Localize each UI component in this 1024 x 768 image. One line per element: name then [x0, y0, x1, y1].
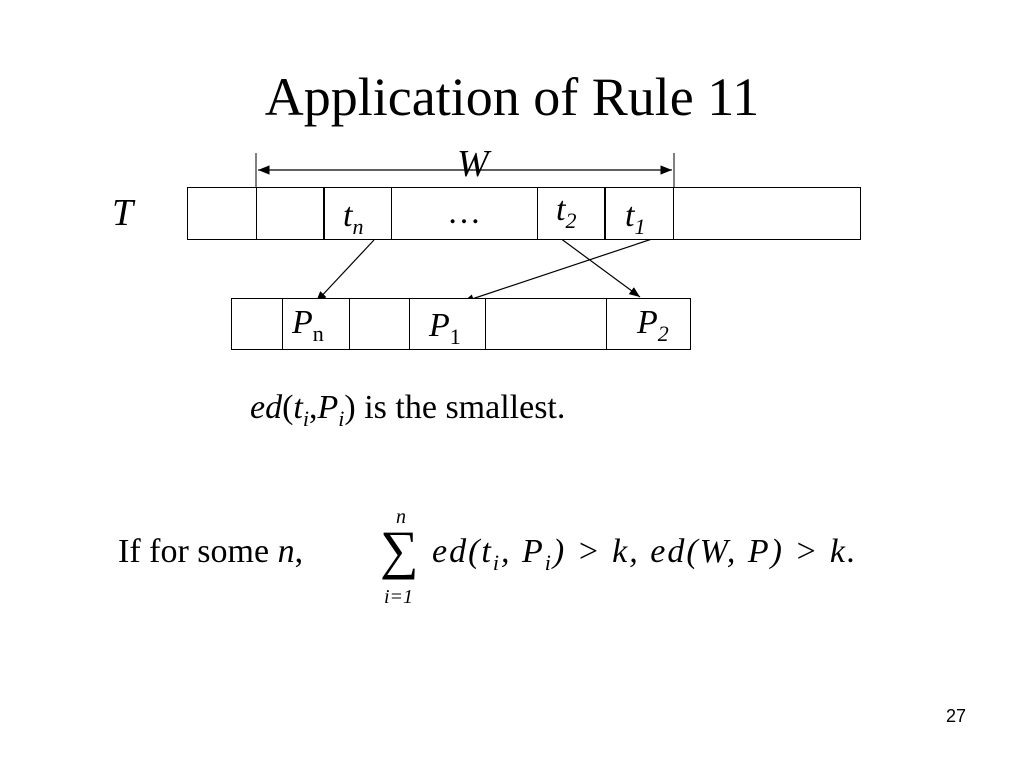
ellipsis: … — [447, 194, 481, 231]
formula-body-mid: , P — [500, 533, 545, 570]
caption-rest: is the smallest. — [355, 389, 566, 426]
text-cell-t1: t1 — [605, 187, 674, 240]
formula-n: n — [277, 533, 295, 570]
sum-lower-limit: i=1 — [384, 586, 414, 608]
arrow-tn-to-pn — [315, 239, 375, 303]
text-label: T — [112, 192, 134, 234]
formula-body-rest: ) > k, ed(W, P) > k. — [552, 533, 858, 570]
p2-sub: 2 — [657, 321, 669, 346]
t2-sub: 2 — [565, 208, 577, 233]
text-cell-tn: tn — [324, 187, 392, 240]
pattern-cell-p2: P2 — [606, 298, 691, 350]
sum-upper-limit: n — [396, 506, 406, 528]
pn-base: P — [292, 304, 313, 341]
text-cell-t2: t2 — [537, 187, 605, 240]
caption-t-sub: i — [302, 406, 309, 431]
slide-title: Application of Rule 11 — [264, 67, 760, 127]
caption-p: P — [317, 389, 339, 426]
formula-comma: , — [294, 533, 304, 570]
caption-t: t — [293, 389, 303, 426]
p1-sub: 1 — [449, 324, 461, 349]
formula-prefix-text: If for some — [118, 533, 278, 570]
arrow-t2-to-p2 — [559, 237, 641, 298]
t2-base: t — [556, 191, 566, 228]
pn-sub: n — [312, 321, 324, 346]
t1-sub: 1 — [634, 214, 646, 239]
formula-body: ed(ti, Pi) > k, ed(W, P) > k. — [432, 532, 858, 583]
caption-comma: , — [309, 389, 318, 426]
caption: ed(ti,Pi) is the smallest. — [250, 390, 565, 437]
formula-prefix: If for some n, — [118, 532, 303, 572]
caption-ed: ed — [250, 389, 283, 426]
window-label: W — [457, 143, 489, 185]
p2-base: P — [637, 304, 658, 341]
caption-close-paren: ) — [344, 389, 356, 426]
arrow-t1-to-p1 — [462, 237, 656, 303]
caption-p-sub: i — [338, 406, 345, 431]
caption-open-paren: ( — [282, 389, 294, 426]
formula-sub-i1: i — [492, 550, 501, 575]
tn-sub: n — [352, 214, 364, 239]
pattern-cell-pn: Pn — [282, 298, 350, 350]
formula-sub-i2: i — [544, 550, 553, 575]
page-number: 27 — [945, 706, 966, 726]
tn-base: t — [343, 197, 353, 234]
p1-base: P — [429, 307, 450, 344]
text-cell-blank — [256, 187, 324, 240]
pattern-cell-p1: P1 — [409, 298, 486, 350]
formula-body-start: ed(t — [432, 533, 493, 570]
t1-base: t — [625, 197, 635, 234]
sum-symbol: ∑ — [380, 520, 419, 580]
